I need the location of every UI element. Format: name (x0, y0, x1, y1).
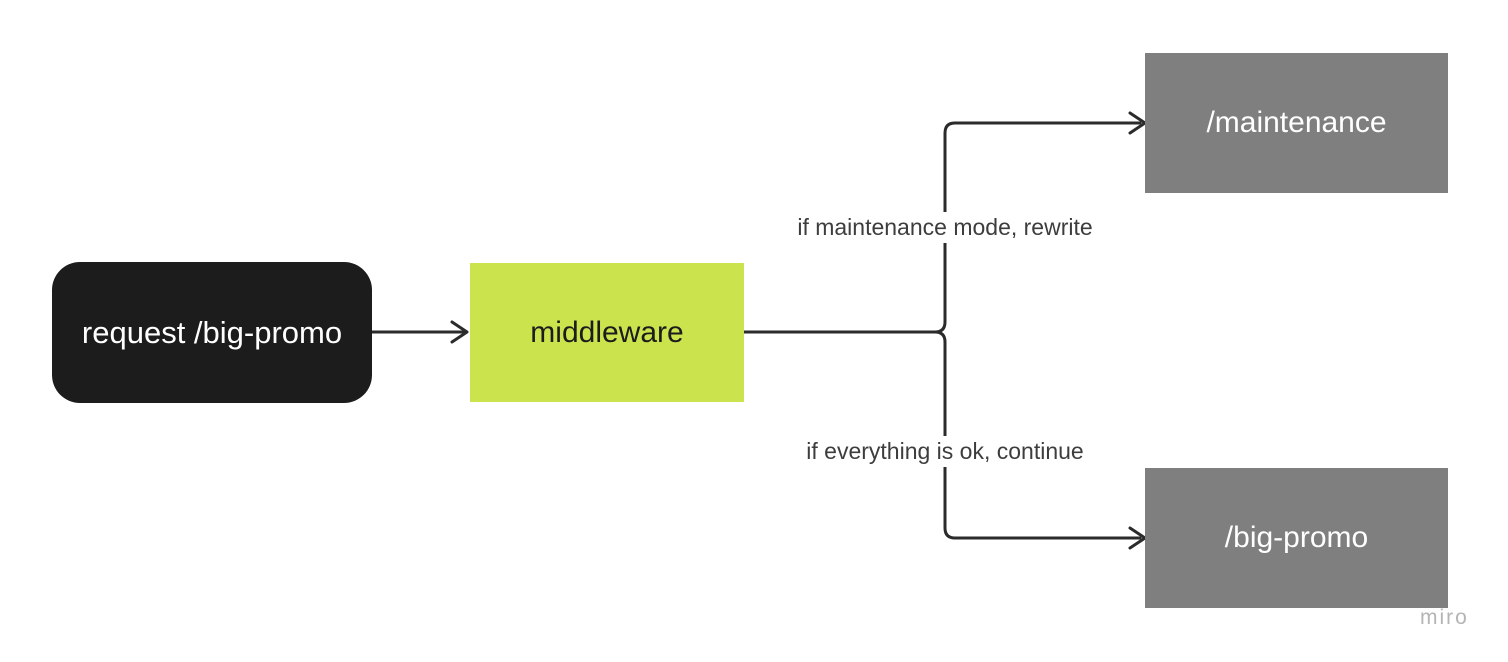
connector-middleware-to-bigpromo[interactable] (933, 330, 1142, 540)
edge-label-maintenance-branch[interactable]: if maintenance mode, rewrite (790, 212, 1100, 243)
node-middleware[interactable]: middleware (470, 263, 744, 402)
node-request-label: request /big-promo (81, 314, 343, 350)
node-middleware-label: middleware (530, 315, 684, 349)
node-request-big-promo[interactable]: request /big-promo (52, 262, 372, 403)
node-big-promo-label: /big-promo (1224, 521, 1369, 554)
arrowhead-into-middleware[interactable] (450, 320, 469, 344)
node-maintenance[interactable]: /maintenance (1145, 53, 1448, 193)
miro-watermark: miro (1420, 606, 1469, 629)
node-big-promo[interactable]: /big-promo (1145, 468, 1448, 608)
edge-label-continue-branch[interactable]: if everything is ok, continue (799, 436, 1091, 467)
node-maintenance-label: /maintenance (1206, 106, 1387, 139)
